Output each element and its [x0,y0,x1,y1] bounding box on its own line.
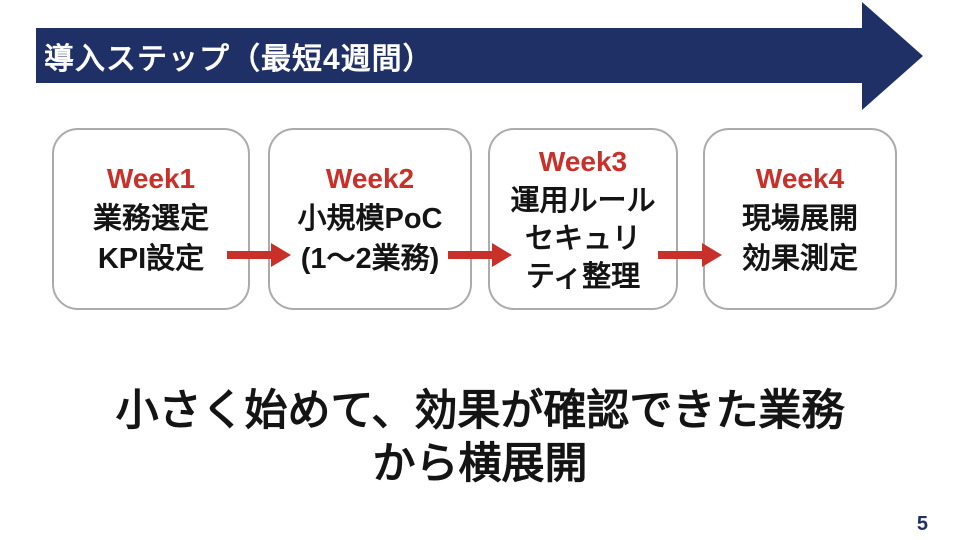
right-arrow-icon [448,243,512,267]
summary-line-2: から横展開 [372,440,588,488]
step-box-week3: Week3 運用ルール セキュリ ティ整理 [488,128,678,310]
step-text-line: 小規模PoC [297,203,443,235]
step-text-line: 現場展開 [741,203,858,235]
summary-line-1: 小さく始めて、効果が確認できた業務 [115,387,845,435]
step-text-line: 業務選定 [92,203,209,235]
arrow-head [492,243,512,267]
step-text-line: 効果測定 [741,243,858,275]
arrow-shaft [658,251,702,259]
step-text-line: KPI設定 [97,243,205,275]
step-text-line: (1〜2業務) [300,243,440,275]
week-label: Week4 [755,163,845,194]
step-text-line: ティ整理 [525,261,641,293]
step-text-line: セキュリ [524,223,641,255]
slide-title: 導入ステップ（最短4週間） [44,42,434,76]
right-arrow-icon [658,243,722,267]
summary-message: 小さく始めて、効果が確認できた業務 から横展開 [0,385,960,491]
arrow-head [702,243,722,267]
step-text-line: 運用ルール [510,185,656,217]
week-label: Week2 [325,163,415,194]
arrow-shaft [227,251,271,259]
banner-right-arrow-icon [862,2,923,110]
week-label: Week3 [538,146,628,177]
step-box-week1: Week1 業務選定 KPI設定 [52,128,250,310]
step-box-week4: Week4 現場展開 効果測定 [703,128,897,310]
step-box-week2: Week2 小規模PoC (1〜2業務) [268,128,472,310]
right-arrow-icon [227,243,291,267]
arrow-shaft [448,251,492,259]
week-label: Week1 [106,163,196,194]
title-banner: 導入ステップ（最短4週間） [36,28,863,83]
page-number: 5 [916,513,928,535]
arrow-head [271,243,291,267]
